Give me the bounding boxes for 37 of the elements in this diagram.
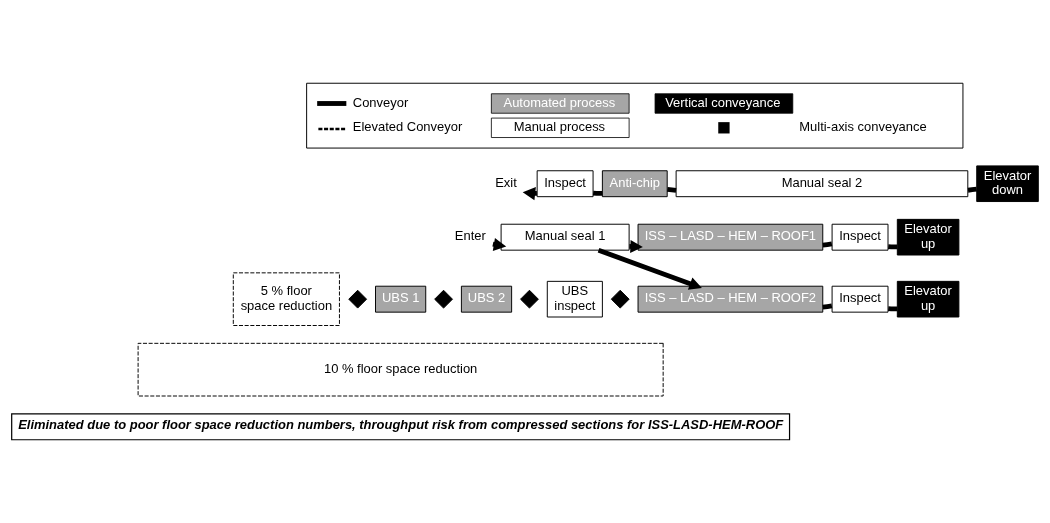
node-diamond	[610, 289, 630, 309]
node-diamond	[434, 289, 453, 309]
node-box: Elevator down	[976, 165, 1039, 203]
node-box: Inspect	[831, 223, 889, 251]
connector	[667, 186, 677, 193]
node-diamond	[348, 289, 368, 309]
node-box: 5 % floor space reduction	[232, 272, 340, 326]
node-diamond	[520, 289, 539, 309]
connector	[822, 303, 833, 310]
arrow	[597, 247, 702, 290]
node-box: UBS 2	[460, 285, 513, 313]
connector	[888, 244, 898, 250]
connector	[888, 306, 898, 312]
connector	[592, 190, 603, 196]
node-box: Eliminated due to poor floor space reduction numbers, throughput risk from compressed sections for ISS-LASD-HEM-ROOF	[11, 413, 791, 441]
node-box: ISS – LASD – HEM – ROOF1	[637, 223, 824, 251]
node-box: 10 % floor space reduction	[137, 342, 664, 397]
connector	[822, 241, 833, 248]
node-box: Manual seal 1	[500, 223, 630, 251]
node-box: Manual seal 2	[675, 170, 969, 198]
node-box: Inspect	[536, 170, 594, 198]
legend-label: Conveyor	[352, 94, 409, 110]
node-box: Elevator up	[896, 218, 960, 256]
node-text: Exit	[495, 174, 517, 190]
legend-label: Elevated Conveyor	[352, 118, 463, 134]
node-text: Enter	[454, 228, 486, 244]
legend-label: Automated process	[503, 94, 616, 110]
node-box: ISS – LASD – HEM – ROOF2	[637, 285, 824, 313]
node-box: Elevator up	[896, 280, 960, 318]
node-box: UBS 1	[375, 285, 427, 313]
connector	[967, 186, 977, 193]
node-box: UBS inspect	[546, 280, 603, 318]
node-box: Inspect	[831, 285, 889, 313]
node-box: Anti-chip	[601, 170, 668, 198]
legend-label: Manual process	[513, 118, 606, 134]
legend-label: Multi-axis conveyance	[799, 118, 927, 134]
legend-label: Vertical conveyance	[665, 94, 781, 110]
